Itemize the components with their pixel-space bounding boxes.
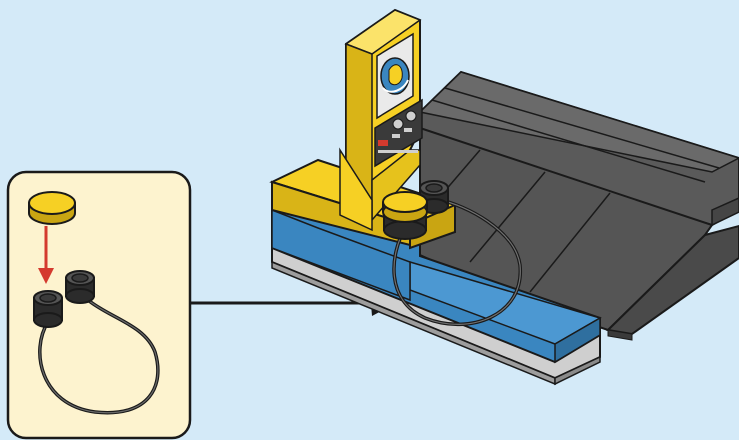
cable-connector-back-icon [66, 271, 94, 303]
water-drop-logo [381, 58, 409, 94]
gauge-icon [393, 119, 403, 129]
gauge-icon-2 [406, 111, 416, 121]
step-callout-panel [8, 172, 190, 438]
model-yellow-plug-icon [383, 192, 427, 239]
yellow-round-tile-icon [29, 192, 75, 224]
cable-connector-front-icon [34, 291, 62, 327]
